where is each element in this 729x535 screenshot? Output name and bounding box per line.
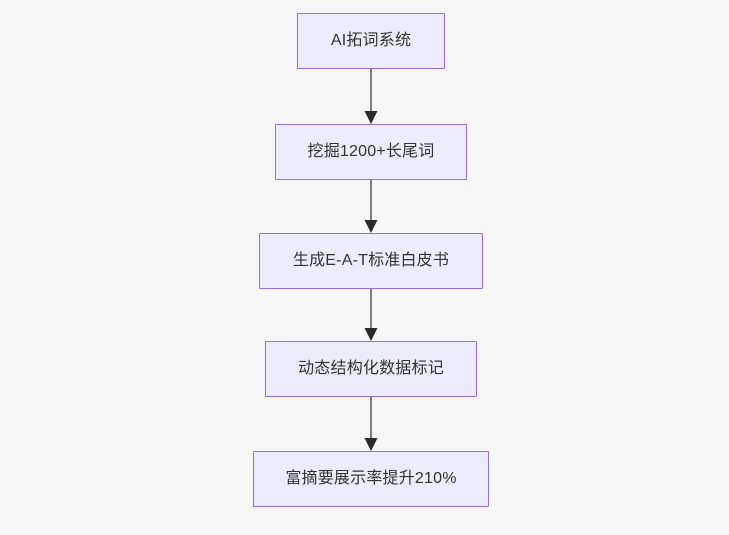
edge-n2-n3 <box>364 180 378 233</box>
flowchart-node-label: 富摘要展示率提升210% <box>285 470 457 488</box>
edge-n4-n5 <box>364 397 378 451</box>
flowchart-node-label: 动态结构化数据标记 <box>298 360 444 378</box>
flowchart-node-n4[interactable]: 动态结构化数据标记 <box>265 341 477 397</box>
flowchart-node-label: AI拓词系统 <box>330 32 412 50</box>
flowchart-node-n3[interactable]: 生成E-A-T标准白皮书 <box>259 233 483 289</box>
flowchart-node-label: 生成E-A-T标准白皮书 <box>292 252 450 270</box>
flowchart-node-n1[interactable]: AI拓词系统 <box>297 13 445 69</box>
edge-n3-n4 <box>364 289 378 341</box>
edge-n1-n2 <box>364 69 378 124</box>
flowchart-node-n2[interactable]: 挖掘1200+长尾词 <box>275 124 467 180</box>
flowchart-node-n5[interactable]: 富摘要展示率提升210% <box>253 451 489 507</box>
flowchart-node-label: 挖掘1200+长尾词 <box>307 143 435 161</box>
